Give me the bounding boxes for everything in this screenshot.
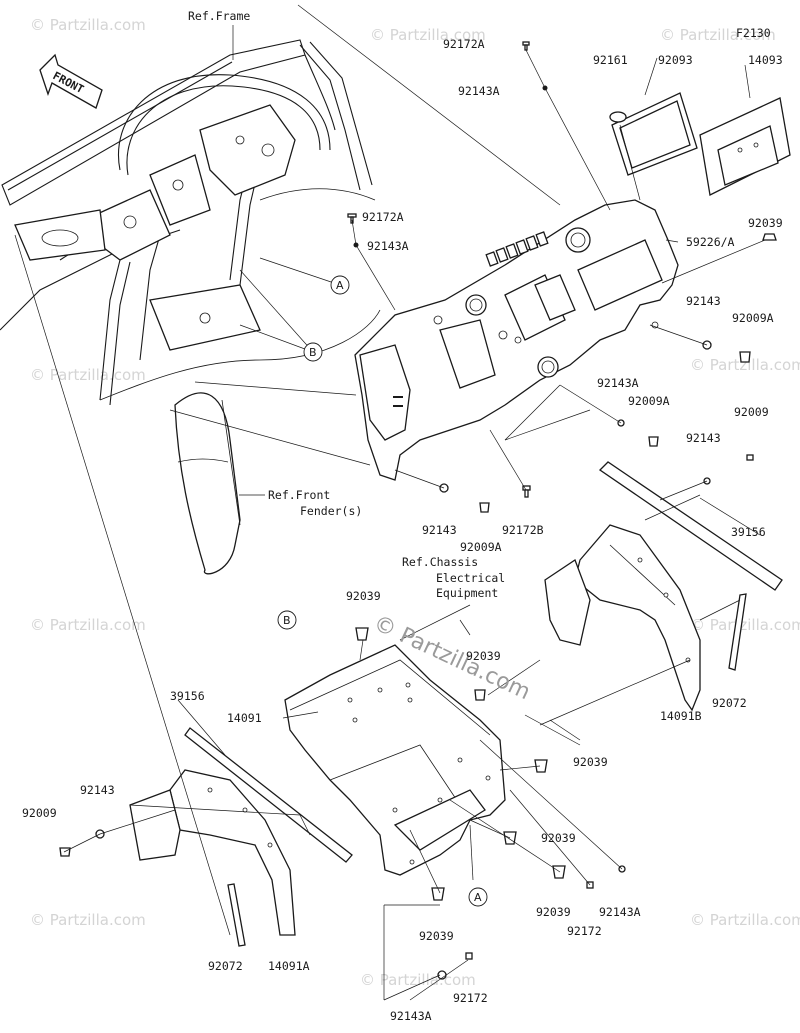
part-label: 92039 [541, 831, 576, 845]
side-panel-14091B [544, 524, 701, 712]
ref-chassis-label: Equipment [436, 586, 498, 600]
part-label: 39156 [731, 525, 766, 539]
part-number-labels: 92172A 92143A 92161 92093 14093 92172A 9… [22, 37, 783, 1023]
ref-chassis-label: Electrical [436, 571, 505, 585]
part-label: 14093 [748, 53, 783, 67]
frame-assembly [0, 39, 381, 406]
watermark: © Partzilla.com [690, 911, 800, 929]
part-label: 92009 [22, 806, 57, 820]
strip-92072-left [227, 883, 246, 947]
front-fender-ref [174, 392, 241, 575]
part-label: 14091B [660, 709, 702, 723]
callout-a-top: A [330, 275, 350, 295]
part-label: 92039 [346, 589, 381, 603]
dash-vent-slots [485, 231, 549, 267]
ref-front-fender-label: Ref.Front [268, 488, 330, 502]
part-label: 92072 [712, 696, 747, 710]
part-label: 92072 [208, 959, 243, 973]
part-label: 39156 [170, 689, 205, 703]
part-label: 92172 [453, 991, 488, 1005]
part-label: 92143 [686, 431, 721, 445]
part-label: 92143A [597, 376, 639, 390]
ref-chassis-label: Ref.Chassis [402, 555, 478, 569]
part-label: 92161 [593, 53, 628, 67]
part-label: 92093 [658, 53, 693, 67]
watermark: © Partzilla.com [660, 26, 776, 44]
strip-92072-right [728, 593, 747, 671]
part-label: 92143A [458, 84, 500, 98]
part-label: 92143A [390, 1009, 432, 1023]
part-label: 92039 [466, 649, 501, 663]
svg-text:B: B [309, 346, 317, 359]
trim-strip-39156-left [184, 727, 353, 863]
svg-text:B: B [283, 614, 291, 627]
svg-text:A: A [336, 279, 344, 292]
watermark: © Partzilla.com [30, 16, 146, 34]
part-label: 92009A [732, 311, 774, 325]
glovebox-seal-92093 [611, 92, 698, 176]
part-label: 92009A [460, 540, 502, 554]
callout-a-bottom: A [468, 887, 488, 907]
watermark-layer: © Partzilla.com © Partzilla.com © Partzi… [30, 16, 800, 989]
callout-b-bottom: B [277, 610, 297, 630]
front-arrow-icon: FRONT [39, 53, 103, 109]
part-label: 92039 [419, 929, 454, 943]
part-label: 92143A [367, 239, 409, 253]
center-panel-14091 [284, 644, 506, 876]
ref-frame-label: Ref.Frame [188, 9, 250, 23]
part-label: 92172 [567, 924, 602, 938]
part-label: 59226/A [686, 235, 735, 249]
part-label: 92143 [80, 783, 115, 797]
part-label: 92143A [599, 905, 641, 919]
part-label: 92143 [422, 523, 457, 537]
clip-92161 [609, 111, 627, 123]
callout-b-top: B [303, 342, 323, 362]
leader-lines [14, 4, 766, 1001]
watermark: © Partzilla.com [30, 911, 146, 929]
watermark: © Partzilla.com [370, 26, 486, 44]
ref-front-fender-label: Fender(s) [300, 504, 362, 518]
part-label: 92039 [748, 216, 783, 230]
part-label: 92143 [686, 294, 721, 308]
part-label: 92039 [536, 905, 571, 919]
glovebox-lid-14093 [699, 97, 791, 196]
watermark: © Partzilla.com [690, 616, 800, 634]
screw-icon [347, 41, 777, 513]
dashboard-59226 [354, 199, 679, 481]
trim-strip-39156-right [598, 461, 783, 591]
svg-text:A: A [474, 891, 482, 904]
watermark: © Partzilla.com [30, 366, 146, 384]
part-label: 92172A [362, 210, 404, 224]
watermark: © Partzilla.com [30, 616, 146, 634]
part-label: 14091A [268, 959, 310, 973]
part-label: 92172A [443, 37, 485, 51]
watermark: © Partzilla.com [690, 356, 800, 374]
diagram-code: F2130 [736, 26, 771, 40]
part-label: 92009 [734, 405, 769, 419]
part-label: 92172B [502, 523, 544, 537]
part-label: 14091 [227, 711, 262, 725]
part-label: 92009A [628, 394, 670, 408]
part-label: 92039 [573, 755, 608, 769]
watermark: © Partzilla.com [360, 971, 476, 989]
